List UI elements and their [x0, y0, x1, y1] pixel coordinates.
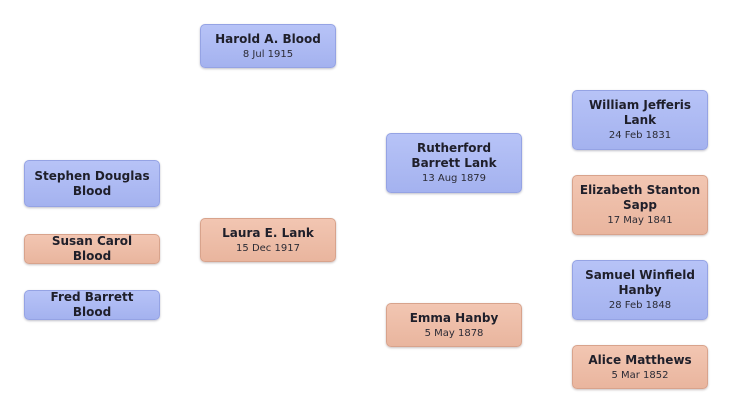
person-birth-date: 28 Feb 1848	[608, 300, 672, 311]
person-birth-date: 8 Jul 1915	[242, 48, 294, 60]
person-card-samuel-hanby[interactable]: Samuel Winfield Hanby 28 Feb 1848	[572, 260, 708, 320]
person-name: Stephen Douglas Blood	[34, 168, 150, 198]
person-name: Samuel Winfield Hanby	[585, 268, 695, 297]
person-name: Harold A. Blood	[215, 31, 321, 46]
person-name: William Jefferis Lank	[588, 98, 692, 127]
person-card-elizabeth-sapp[interactable]: Elizabeth Stanton Sapp 17 May 1841	[572, 175, 708, 235]
person-birth-date: 15 Dec 1917	[236, 242, 300, 254]
person-card-fred-blood[interactable]: Fred Barrett Blood	[24, 290, 160, 320]
person-birth-date: 13 Aug 1879	[421, 173, 487, 184]
person-card-william-lank[interactable]: William Jefferis Lank 24 Feb 1831	[572, 90, 708, 150]
person-name: Laura E. Lank	[222, 225, 314, 240]
person-name: Rutherford Barrett Lank	[411, 141, 497, 170]
person-card-susan-blood[interactable]: Susan Carol Blood	[24, 234, 160, 264]
person-card-laura-lank[interactable]: Laura E. Lank 15 Dec 1917	[200, 218, 336, 262]
person-card-stephen-blood[interactable]: Stephen Douglas Blood	[24, 160, 160, 207]
person-name: Elizabeth Stanton Sapp	[579, 183, 701, 212]
person-birth-date: 24 Feb 1831	[608, 130, 672, 141]
person-name: Susan Carol Blood	[51, 234, 133, 263]
person-birth-date: 5 May 1878	[424, 327, 484, 339]
person-card-harold-blood[interactable]: Harold A. Blood 8 Jul 1915	[200, 24, 336, 68]
person-name: Emma Hanby	[409, 310, 499, 325]
person-name: Fred Barrett Blood	[50, 290, 134, 319]
person-card-alice-matthews[interactable]: Alice Matthews 5 Mar 1852	[572, 345, 708, 389]
person-card-emma-hanby[interactable]: Emma Hanby 5 May 1878	[386, 303, 522, 347]
person-card-rutherford-lank[interactable]: Rutherford Barrett Lank 13 Aug 1879	[386, 133, 522, 193]
person-birth-date: 17 May 1841	[607, 215, 673, 226]
person-name: Alice Matthews	[588, 352, 692, 367]
person-birth-date: 5 Mar 1852	[611, 369, 669, 381]
